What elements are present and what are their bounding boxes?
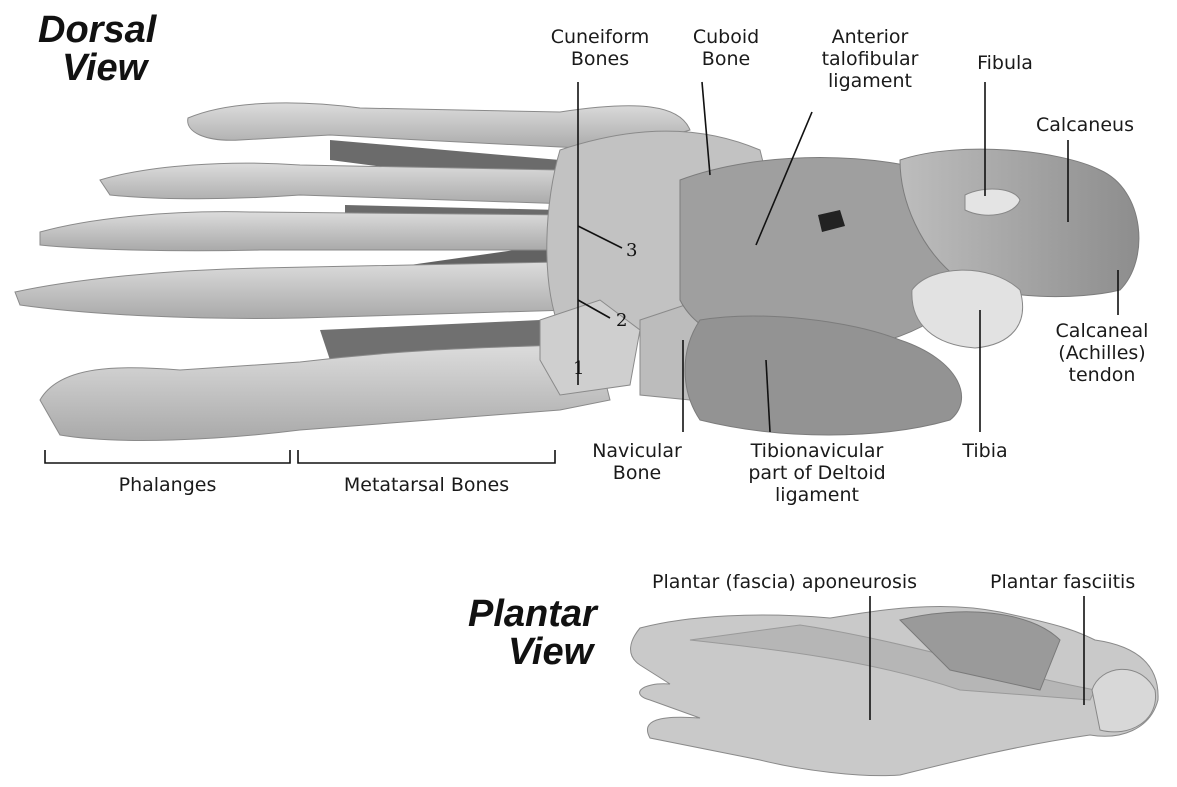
plantar-view-title-line1: Plantar bbox=[468, 596, 597, 632]
cuneiform-number-2: 2 bbox=[616, 310, 627, 331]
label-tibionavicular-deltoid-ligament: Tibionavicular part of Deltoid ligament bbox=[732, 440, 902, 506]
cuneiform-number-3: 3 bbox=[626, 240, 637, 261]
label-metatarsal-bones: Metatarsal Bones bbox=[298, 474, 555, 496]
label-plantar-fasciitis: Plantar fasciitis bbox=[990, 571, 1170, 593]
label-tibia: Tibia bbox=[945, 440, 1025, 462]
plantar-view-title-line2: View bbox=[508, 634, 593, 670]
hindfoot bbox=[680, 149, 1139, 435]
label-plantar-fascia-aponeurosis: Plantar (fascia) aponeurosis bbox=[652, 571, 982, 593]
dorsal-view-title-line2: View bbox=[62, 50, 147, 86]
label-navicular-bone: Navicular Bone bbox=[578, 440, 696, 484]
label-calcaneal-achilles-tendon: Calcaneal (Achilles) tendon bbox=[1032, 320, 1172, 386]
label-fibula: Fibula bbox=[955, 52, 1055, 74]
label-anterior-talofibular-ligament: Anterior talofibular ligament bbox=[790, 26, 950, 92]
dorsal-view-title-line1: Dorsal bbox=[38, 12, 156, 48]
label-calcaneus: Calcaneus bbox=[1020, 114, 1150, 136]
label-cuneiform-bones: Cuneiform Bones bbox=[530, 26, 670, 70]
label-cuboid-bone: Cuboid Bone bbox=[676, 26, 776, 70]
label-phalanges: Phalanges bbox=[45, 474, 290, 496]
plantar-foot-illustration bbox=[631, 606, 1159, 775]
cuneiform-number-1: 1 bbox=[573, 358, 584, 379]
